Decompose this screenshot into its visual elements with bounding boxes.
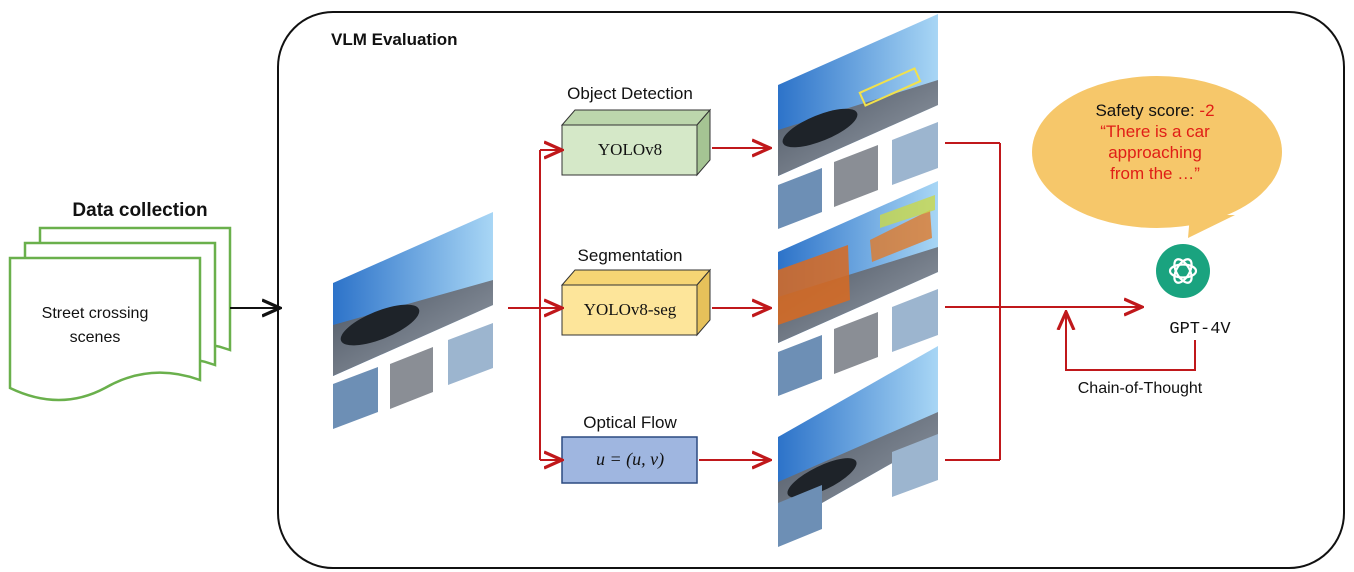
speech-bubble	[1032, 76, 1282, 238]
quote-line1: “There is a car	[1100, 122, 1210, 141]
yolov8-seg-box	[560, 268, 712, 337]
optical-flow-output-image	[778, 346, 938, 547]
document-label-line2: scenes	[69, 329, 121, 346]
bubble-text: Safety score: -2 “There is a car approac…	[1040, 100, 1270, 184]
quote-line2: approaching	[1108, 143, 1202, 162]
optical-flow-label: Optical Flow	[583, 413, 677, 432]
yolov8-box	[560, 108, 712, 177]
optical-flow-formula: u = (u, v)	[595, 449, 665, 469]
data-collection-title: Data collection	[72, 200, 208, 221]
yolov8-text: YOLOv8	[597, 140, 663, 159]
segmentation-output-image	[778, 181, 938, 396]
document-label: Street crossing scenes	[20, 302, 170, 350]
segmentation-label: Segmentation	[577, 246, 683, 265]
document-stack-icon	[8, 226, 232, 402]
safety-score-line: Safety score: -2	[1040, 100, 1270, 121]
detection-output-image	[778, 14, 938, 229]
chain-of-thought-label: Chain-of-Thought	[1077, 380, 1203, 397]
branch-arrows	[508, 148, 768, 460]
gpt-icon	[1156, 244, 1210, 298]
yolov8-seg-text: YOLOv8-seg	[583, 300, 677, 319]
object-detection-label: Object Detection	[567, 84, 693, 103]
document-label-line1: Street crossing	[41, 305, 149, 322]
gpt-model-label: GPT-4V	[1169, 320, 1231, 339]
vlm-evaluation-panel	[277, 11, 1345, 569]
panel-title: VLM Evaluation	[331, 30, 458, 49]
input-image-collage	[333, 212, 493, 429]
safety-score-value: -2	[1199, 101, 1215, 120]
quote-line3: from the …”	[1110, 164, 1200, 183]
safety-score-label: Safety score:	[1095, 101, 1195, 120]
merge-arrows	[945, 142, 1196, 461]
